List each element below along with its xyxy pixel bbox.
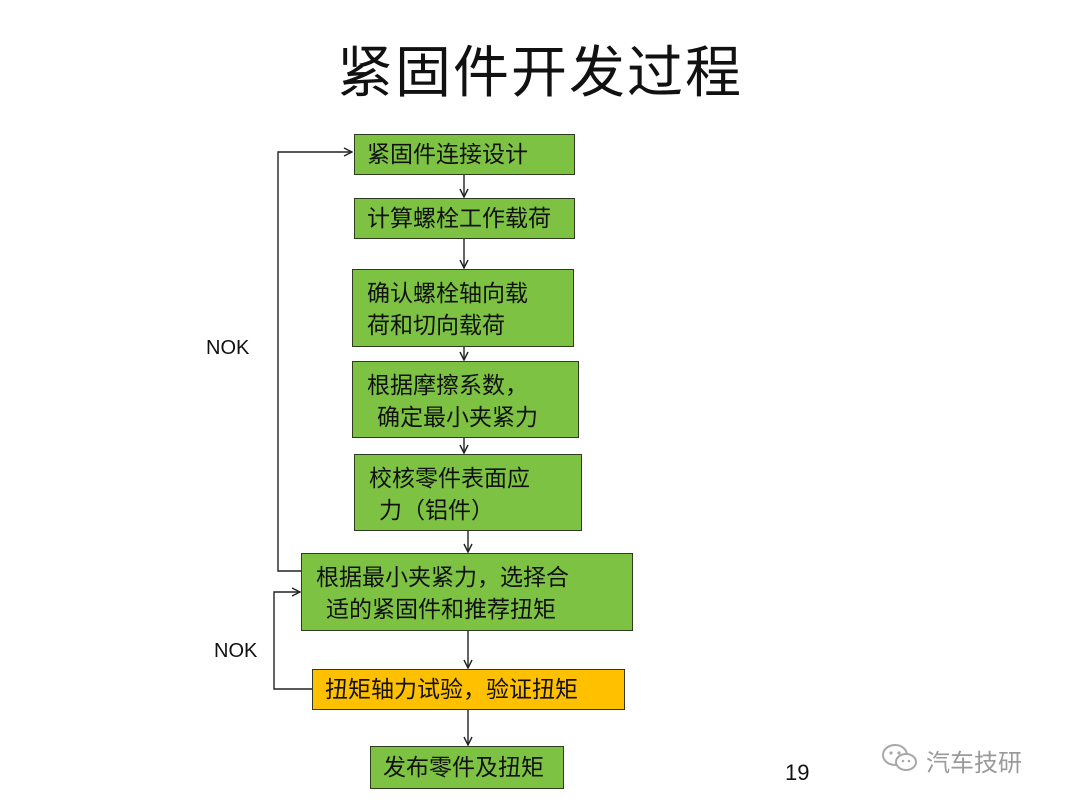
step-label: 计算螺栓工作载荷 xyxy=(367,205,551,232)
step-label-line: 确定最小夹紧力 xyxy=(377,405,538,431)
step-select-fastener-torque: 根据最小夹紧力，选择合 适的紧固件和推荐扭矩 xyxy=(301,553,633,631)
step-min-clamp-force: 根据摩擦系数， 确定最小夹紧力 xyxy=(352,361,579,438)
page-title: 紧固件开发过程 xyxy=(337,41,743,106)
step-label: 扭矩轴力试验，验证扭矩 xyxy=(325,676,578,703)
inner-nok-label: NOK xyxy=(214,640,258,662)
step-connection-design: 紧固件连接设计 xyxy=(354,134,575,175)
step-calc-working-load: 计算螺栓工作载荷 xyxy=(354,198,575,239)
step-release-parts-torque: 发布零件及扭矩 xyxy=(370,746,564,789)
watermark: 汽车技研 xyxy=(880,742,1022,778)
step-label-line: 确认螺栓轴向载 xyxy=(367,281,528,307)
step-label: 发布零件及扭矩 xyxy=(383,754,544,781)
inner-nok-loop xyxy=(273,592,313,690)
outer-nok-label: NOK xyxy=(206,337,250,359)
wechat-icon xyxy=(880,742,920,778)
step-label-line: 根据最小夹紧力，选择合 xyxy=(316,565,569,591)
step-confirm-loads: 确认螺栓轴向载 荷和切向载荷 xyxy=(352,269,574,347)
step-label-line: 根据摩擦系数， xyxy=(367,373,528,399)
step-label-line: 荷和切向载荷 xyxy=(367,313,505,339)
page-number: 19 xyxy=(785,760,810,785)
step-label: 紧固件连接设计 xyxy=(367,141,528,168)
watermark-text: 汽车技研 xyxy=(926,748,1022,777)
step-label-line: 适的紧固件和推荐扭矩 xyxy=(326,597,556,623)
outer-nok-loop xyxy=(277,152,352,572)
step-surface-stress-check: 校核零件表面应 力（铝件） xyxy=(354,454,582,531)
step-label-line: 校核零件表面应 xyxy=(369,466,530,492)
step-label-line: 力（铝件） xyxy=(379,498,494,524)
step-torque-tension-test: 扭矩轴力试验，验证扭矩 xyxy=(312,669,625,710)
